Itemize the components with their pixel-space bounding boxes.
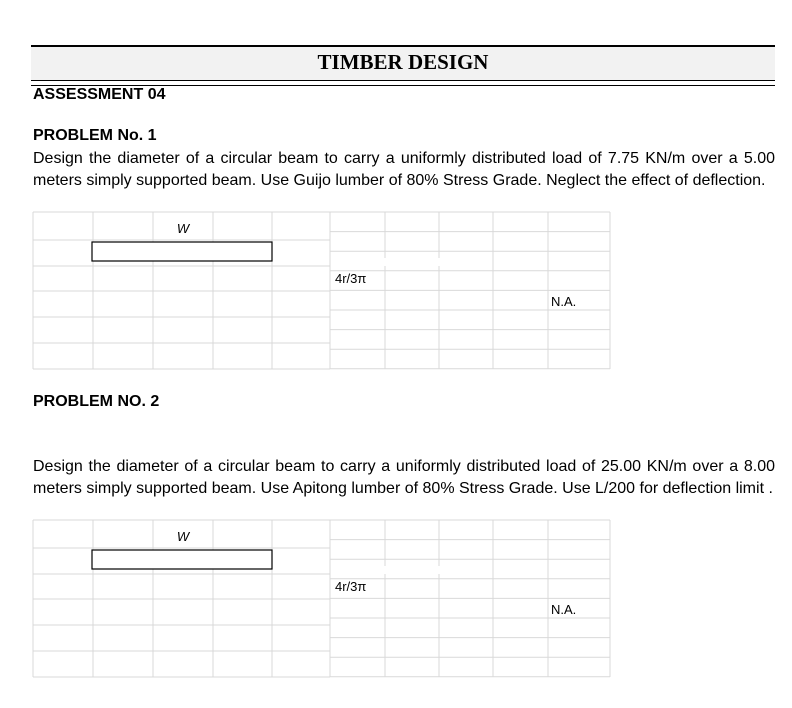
problem-1-centroid-label: 4r/3π [334,271,368,286]
beam-diagram: W L [91,221,273,262]
problem-1-heading: PROBLEM No. 1 [33,127,157,144]
problem-2-heading: PROBLEM NO. 2 [33,393,160,410]
load-label: W [177,221,191,236]
section-diagram: r d [336,566,456,574]
section-diagram: r d [336,258,456,266]
load-label: W [177,529,191,544]
document-title: TIMBER DESIGN [317,50,489,74]
problem-2-diagram: W L r [32,519,611,678]
beam-diagram: W L [91,529,273,570]
header-divider [31,80,775,86]
problem-1-neutral-axis-label: N.A. [550,294,578,309]
grid [32,519,611,678]
problem-1-text: Design the diameter of a circular beam t… [33,150,775,189]
distributed-load: L [91,241,273,262]
problem-1-diagram: W L r [32,211,611,370]
problem-2-neutral-axis-label: N.A. [550,602,578,617]
distributed-load: L [91,549,273,570]
header-band [31,45,775,81]
grid [32,211,611,370]
problem-2-centroid-label: 4r/3π [334,579,368,594]
assessment-heading: ASSESSMENT 04 [33,86,166,103]
problem-2-text: Design the diameter of a circular beam t… [33,458,775,497]
